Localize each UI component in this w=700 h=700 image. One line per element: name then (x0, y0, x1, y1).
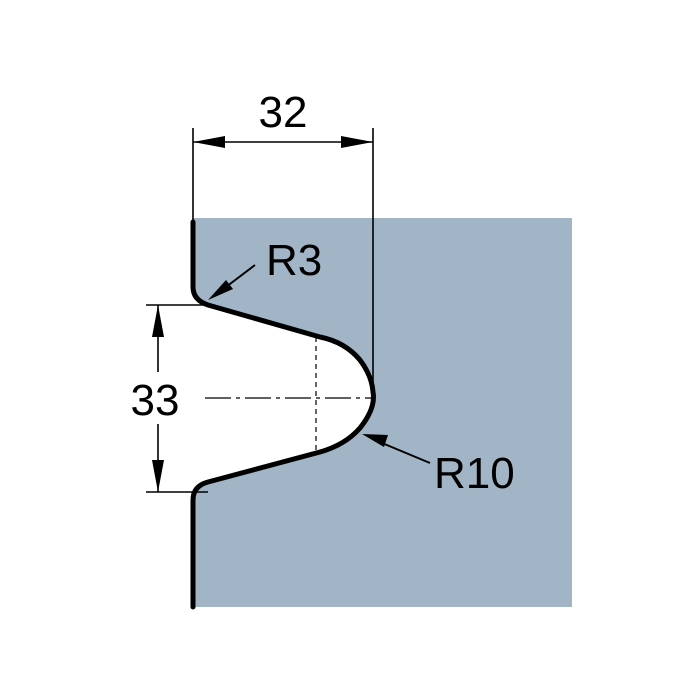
r3-arrowhead (208, 280, 233, 300)
r10-leader (381, 442, 431, 464)
r10-callout: R10 (362, 434, 515, 498)
height-dimension-label: 33 (131, 376, 180, 425)
height-dimension: 33 (131, 304, 208, 493)
height-arrow-top (152, 305, 164, 337)
width-dimension-label: 32 (259, 88, 308, 137)
glass-panel (193, 218, 572, 607)
r3-label: R3 (266, 236, 322, 285)
r10-arrowhead (362, 434, 388, 447)
width-arrow-right (341, 136, 373, 148)
r10-label: R10 (434, 449, 515, 498)
width-dimension: 32 (192, 88, 374, 392)
height-arrow-bottom (152, 460, 164, 492)
r3-callout: R3 (208, 236, 322, 300)
width-arrow-left (193, 136, 225, 148)
